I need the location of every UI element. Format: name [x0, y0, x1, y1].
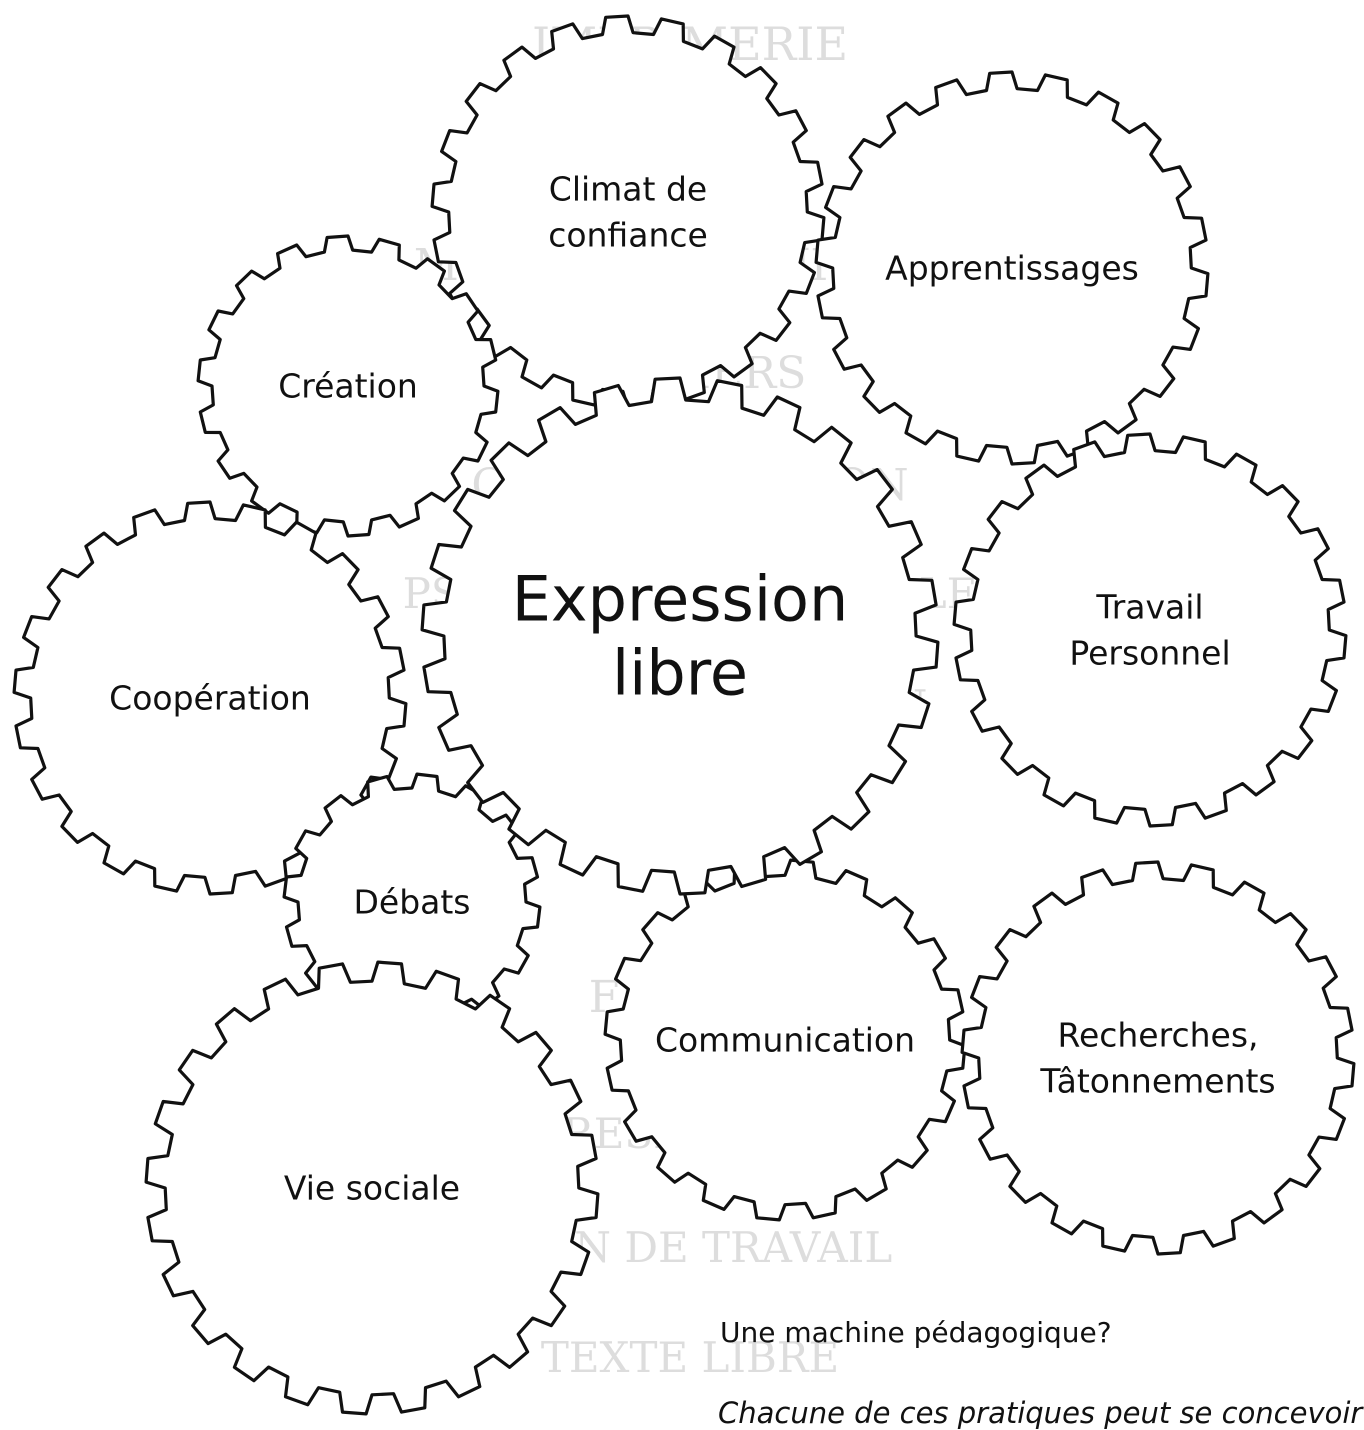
gear-outline: [196, 234, 500, 538]
gear-cooperation: Coopération: [12, 500, 408, 896]
gear-label: Débats: [353, 883, 470, 922]
gear-outline: [960, 860, 1356, 1256]
gear-outline: [814, 70, 1210, 466]
gear-label: libre: [612, 637, 748, 710]
gear-vie: Vie sociale: [144, 960, 600, 1416]
gear-label: Vie sociale: [284, 1169, 460, 1208]
caption-question: Une machine pédagogique?: [720, 1316, 1112, 1349]
gear-label: Climat de: [549, 170, 707, 209]
gear-outline: [430, 14, 826, 410]
gear-label: Recherches,: [1058, 1016, 1259, 1055]
gear-label: Apprentissages: [885, 249, 1139, 288]
background-word: TEXTE LIBRE: [541, 1333, 839, 1382]
gear-apprentissages: Apprentissages: [814, 70, 1210, 466]
gear-label: confiance: [548, 216, 708, 255]
gear-outline: [144, 960, 600, 1416]
gear-label: Expression: [512, 563, 849, 636]
gear-label: Personnel: [1069, 634, 1230, 673]
gear-recherches: Recherches, Tâtonnements: [960, 860, 1356, 1256]
caption-note: Chacune de ces pratiques peut se concevo…: [718, 1396, 1363, 1430]
gear-climat: Climat de confiance: [430, 14, 826, 410]
gear-outline: [952, 432, 1348, 828]
gears-group: Climat de confianceApprentissagesCréation…: [12, 14, 1356, 1416]
gear-communication: Communication: [603, 858, 967, 1222]
gear-label: Tâtonnements: [1039, 1062, 1275, 1101]
gear-creation: Création: [196, 234, 500, 538]
gear-label: Création: [278, 367, 418, 406]
gear-label: Communication: [655, 1021, 915, 1060]
gear-outline: [420, 376, 940, 896]
gear-label: Coopération: [109, 679, 311, 718]
gear-outline: [603, 858, 967, 1222]
gear-label: Travail: [1095, 588, 1203, 627]
